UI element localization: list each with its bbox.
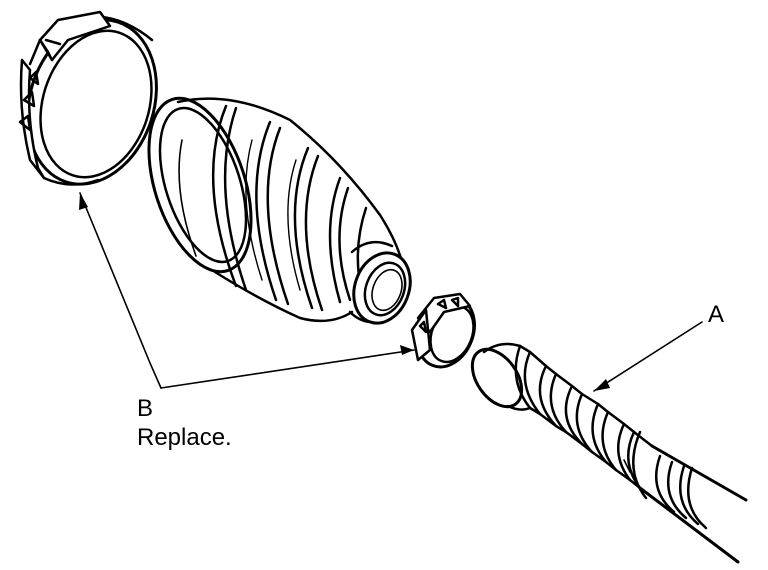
boot-band-small (410, 292, 476, 369)
leader-a (593, 321, 703, 392)
callout-b-label: B (137, 395, 154, 422)
arrowhead-a (594, 379, 610, 391)
arrowhead-b-small (400, 345, 414, 355)
axle-shaft (470, 342, 748, 564)
leader-b-small (160, 349, 415, 389)
arrowhead-b-large (79, 193, 88, 210)
callout-a-label: A (708, 301, 725, 328)
callout-b-note: Replace. (137, 424, 232, 451)
leader-lines (79, 192, 703, 392)
cv-boot (147, 96, 412, 325)
boot-band-large (18, 10, 158, 186)
leader-b-large (79, 192, 162, 389)
